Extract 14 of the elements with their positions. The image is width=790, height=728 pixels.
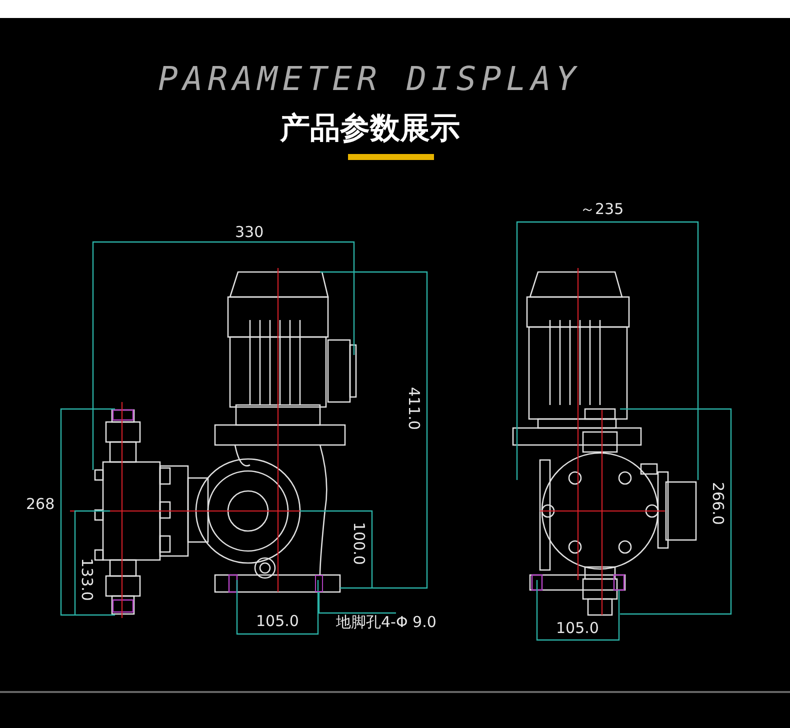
dimension-label: 100.0 bbox=[351, 522, 366, 565]
dimension-label: 133.0 bbox=[79, 558, 94, 601]
dimension-label: 268 bbox=[26, 497, 55, 512]
callout-text: 地脚孔4-Φ 9.0 bbox=[336, 615, 436, 630]
dimension-label: 411.0 bbox=[406, 387, 421, 430]
dimension-label: 266.0 bbox=[710, 482, 725, 525]
leader-line bbox=[318, 592, 396, 614]
dimension-label: 330 bbox=[235, 225, 264, 240]
dimension-label: 105.0 bbox=[556, 621, 599, 636]
dimension-label: ～235 bbox=[580, 202, 624, 217]
foot-hole bbox=[315, 575, 323, 592]
dimension-label: 105.0 bbox=[256, 614, 299, 629]
subtitle: PARAMETER DISPLAY bbox=[158, 62, 581, 95]
heading: 产品参数展示 bbox=[280, 114, 460, 144]
